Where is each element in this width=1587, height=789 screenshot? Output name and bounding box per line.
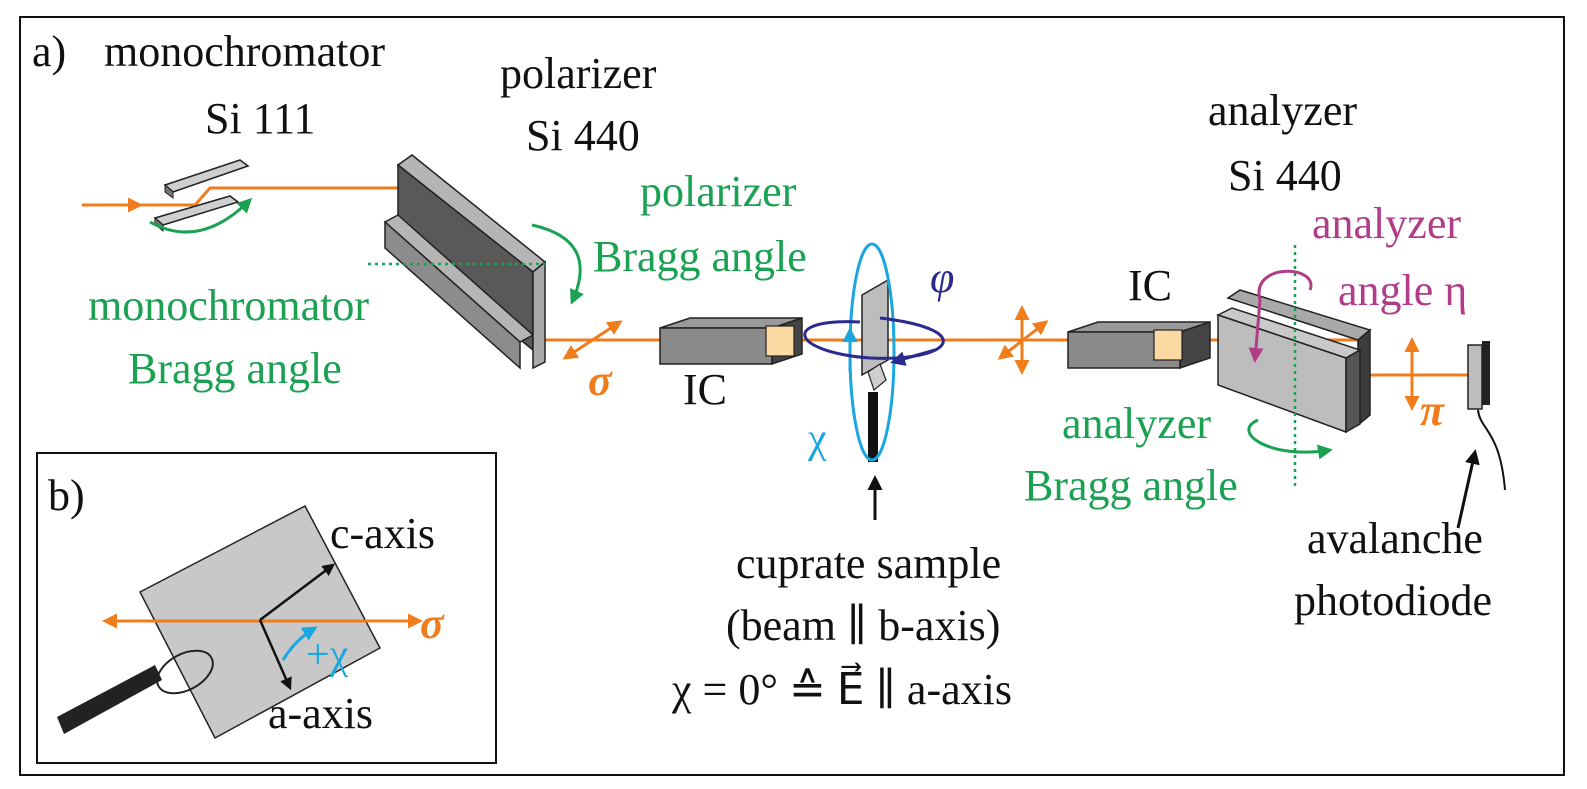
a-axis-arrow <box>258 619 292 691</box>
sample-holder-loop <box>156 649 214 695</box>
analyzer-eta-label-1: analyzer <box>1312 199 1461 248</box>
detector-pointer-arrow <box>1456 449 1480 529</box>
polarizer-bragg-label-2: Bragg angle <box>593 232 807 281</box>
panel-b-sigma-label: σ <box>420 599 445 648</box>
polarizer-bragg-label-1: polarizer <box>640 167 797 216</box>
detector-label-1: avalanche <box>1307 514 1483 563</box>
polarizer-label: polarizer <box>500 49 657 98</box>
avalanche-photodiode <box>1467 341 1506 491</box>
phi-rotation-ring <box>803 316 945 360</box>
figure-frame <box>19 16 1565 776</box>
sample-assembly <box>861 278 889 462</box>
monochromator-rotation-arrow <box>149 197 253 234</box>
phi-label: φ <box>930 253 954 302</box>
panel-b-label: b) <box>48 471 85 520</box>
analyzer-bragg-label-1: analyzer <box>1062 399 1211 448</box>
panel-b <box>36 452 497 764</box>
monochromator-crystal-label: Si 111 <box>205 94 315 143</box>
sigma-polarization-arrow <box>562 320 623 360</box>
analyzer-eta-arrow <box>1248 269 1313 363</box>
monochromator-crystals <box>153 159 250 233</box>
analyzer-bragg-arrow <box>1247 418 1333 460</box>
polarizer-rotation-arrow <box>531 223 584 305</box>
c-axis-label: c-axis <box>330 509 435 558</box>
plus-chi-arrow <box>281 626 318 661</box>
monochromator-label: monochromator <box>104 27 385 76</box>
a-axis-label: a-axis <box>268 689 373 738</box>
ionization-chamber-right <box>1067 320 1211 370</box>
sample-holder-rod <box>57 665 162 734</box>
monochromator-bragg-label-1: monochromator <box>88 281 369 330</box>
sample-label-1: cuprate sample <box>736 539 1001 588</box>
detector-label-2: photodiode <box>1294 576 1492 625</box>
sample-label-3: χ = 0° ≙ E⃗ ∥ a-axis <box>671 662 1012 714</box>
sigma-label: σ <box>588 356 613 405</box>
analyzer-eta-label-2: angle η <box>1338 266 1467 315</box>
polarizer-crystal <box>383 154 547 370</box>
ic-right-label: IC <box>1128 261 1172 310</box>
pi-label: π <box>1420 386 1445 435</box>
analyzer-crystal-label: Si 440 <box>1228 151 1342 200</box>
mixed-polarization-arrows <box>997 305 1049 375</box>
chi-label: χ <box>807 416 827 462</box>
phi-rotation-arrow <box>890 348 936 366</box>
c-axis-arrow <box>259 563 335 621</box>
panel-a-label: a) <box>32 27 66 76</box>
ionization-chamber-left <box>659 316 803 366</box>
analyzer-bragg-label-2: Bragg angle <box>1024 461 1238 510</box>
monochromator-bragg-label-2: Bragg angle <box>128 344 342 393</box>
sample-label-2: (beam ∥ b-axis) <box>726 601 1000 650</box>
ic-left-label: IC <box>683 365 727 414</box>
analyzer-crystal <box>1216 289 1372 434</box>
polarizer-crystal-label: Si 440 <box>526 111 640 160</box>
analyzer-label: analyzer <box>1208 86 1357 135</box>
plus-chi-label: +χ <box>306 632 349 678</box>
